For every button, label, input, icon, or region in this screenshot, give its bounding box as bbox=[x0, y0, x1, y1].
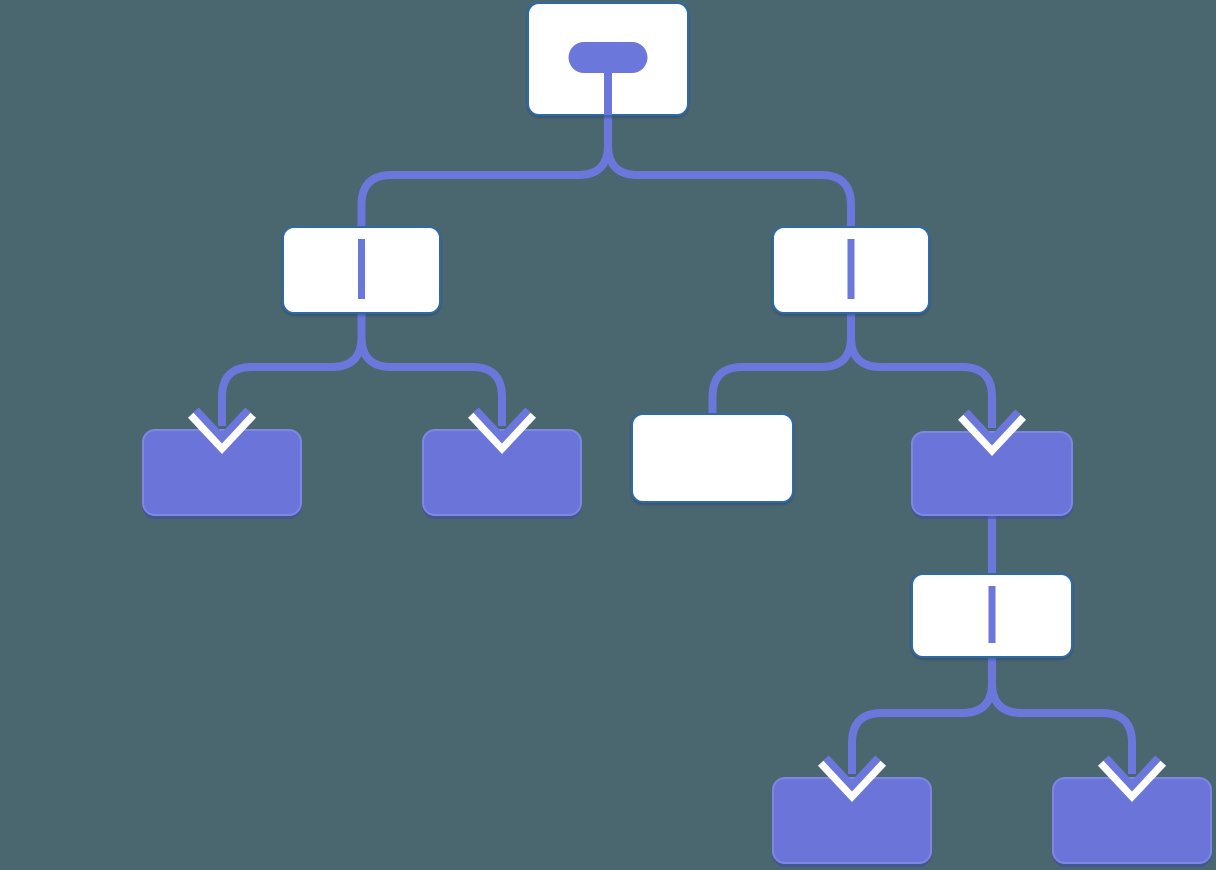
node-leaf-bottom-left[interactable] bbox=[772, 777, 932, 864]
double-chevron-down-icon bbox=[467, 407, 537, 455]
connector-edge[interactable] bbox=[988, 656, 1136, 774]
connector-edge[interactable] bbox=[848, 656, 996, 774]
nodes-layer bbox=[142, 2, 1212, 864]
connector-edge[interactable] bbox=[847, 312, 996, 428]
double-chevron-down-icon bbox=[187, 407, 257, 455]
root-pill-icon bbox=[568, 42, 648, 115]
connector-edge[interactable] bbox=[357, 114, 612, 228]
connector-edge[interactable] bbox=[708, 312, 855, 415]
connector-edge[interactable] bbox=[357, 312, 506, 426]
node-leaf-mid-left[interactable] bbox=[422, 429, 582, 516]
double-chevron-down-icon bbox=[817, 755, 887, 803]
node-leaf-bottom-right[interactable] bbox=[1052, 777, 1212, 864]
node-leaf-far-left[interactable] bbox=[142, 429, 302, 516]
node-filled-mid[interactable] bbox=[911, 431, 1073, 516]
connector-edge[interactable] bbox=[604, 114, 855, 228]
node-plain-white[interactable] bbox=[631, 413, 794, 503]
edges-layer bbox=[218, 114, 1136, 774]
double-chevron-down-icon bbox=[957, 409, 1027, 457]
double-chevron-down-icon bbox=[1097, 755, 1167, 803]
decor-layer bbox=[187, 42, 1167, 803]
connector-edge[interactable] bbox=[218, 312, 366, 426]
